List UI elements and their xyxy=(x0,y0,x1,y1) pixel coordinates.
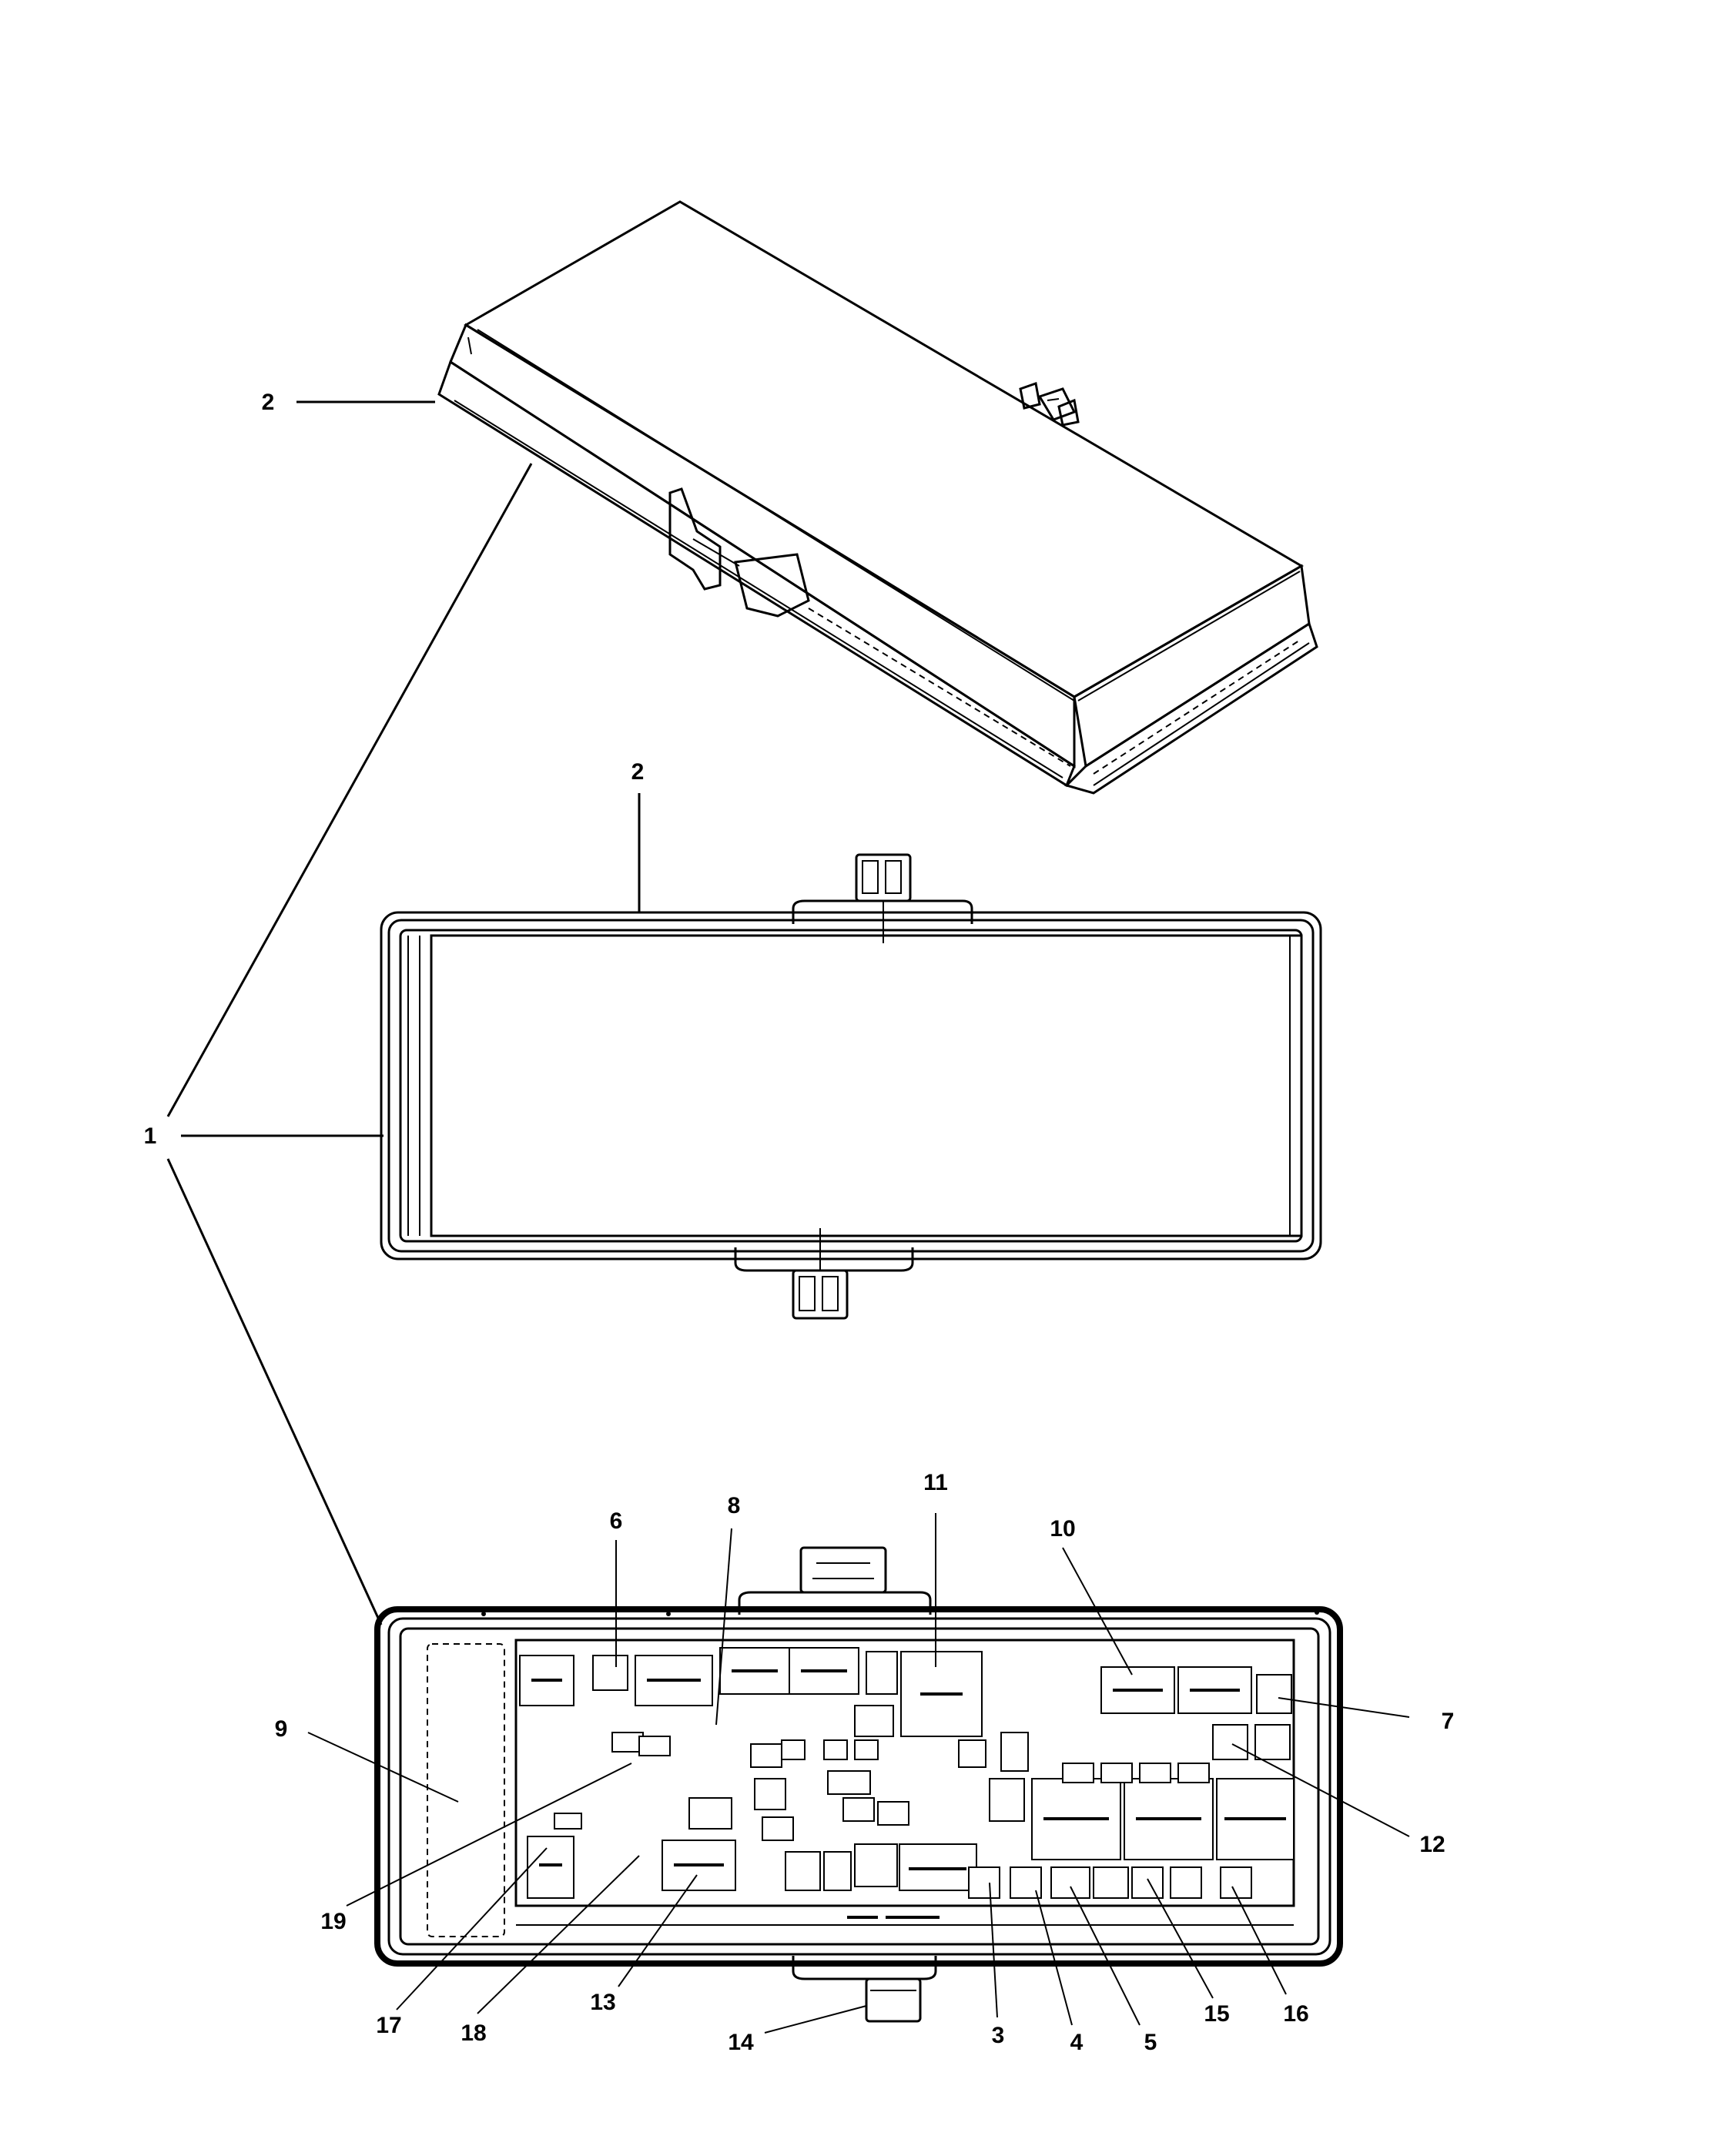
callout-14: 14 xyxy=(728,2030,754,2055)
callout-5: 5 xyxy=(1144,2030,1157,2055)
cover-perspective-view xyxy=(437,200,1318,795)
callout-12: 12 xyxy=(1419,1832,1445,1857)
callout-labels: 1 2 2 3 4 5 6 7 8 9 10 11 12 13 14 15 16… xyxy=(144,390,1455,2055)
callout-7: 7 xyxy=(1442,1709,1455,1734)
callout-2-middle: 2 xyxy=(631,759,645,785)
callout-15: 15 xyxy=(1204,2001,1229,2027)
callout-1: 1 xyxy=(144,1123,157,1149)
leader-lines xyxy=(166,400,1410,2034)
fuse-box-base-plan-view xyxy=(374,1546,1343,2023)
callout-13: 13 xyxy=(590,1990,615,2015)
callout-10: 10 xyxy=(1050,1516,1075,1542)
callout-3: 3 xyxy=(992,2023,1005,2048)
callout-17: 17 xyxy=(376,2013,401,2038)
callout-18: 18 xyxy=(461,2020,486,2046)
callout-8: 8 xyxy=(728,1493,741,1518)
callout-9: 9 xyxy=(275,1716,288,1742)
callout-11: 11 xyxy=(923,1470,948,1495)
callout-4: 4 xyxy=(1070,2030,1084,2055)
callout-2-top: 2 xyxy=(262,390,275,415)
callout-16: 16 xyxy=(1283,2001,1308,2027)
callout-19: 19 xyxy=(320,1909,346,1934)
callout-6: 6 xyxy=(610,1508,623,1534)
cover-frame-plan-view xyxy=(380,853,1322,1320)
